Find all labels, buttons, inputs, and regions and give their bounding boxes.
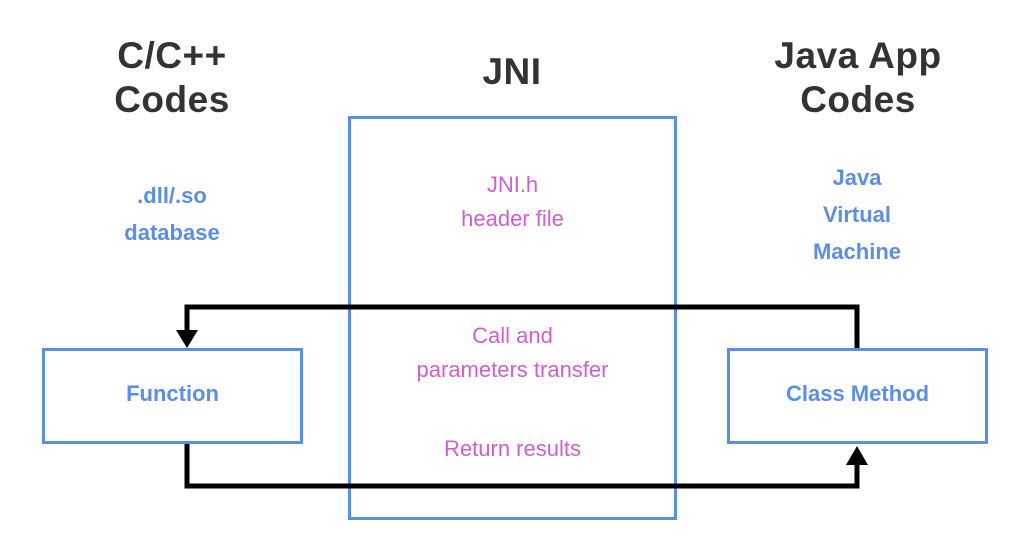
jvm-line1: Java <box>832 165 882 190</box>
cpp-codes-title: C/C++ Codes <box>72 34 272 122</box>
return-arrow-line <box>184 443 860 489</box>
return-results-label: Return results <box>348 432 677 466</box>
jvm-label: Java Virtual Machine <box>757 159 957 270</box>
database-line: database <box>124 220 220 245</box>
return-arrowhead-icon <box>846 446 868 465</box>
dll-so-database-label: .dll/.so database <box>72 177 272 251</box>
jni-title: JNI <box>412 50 612 94</box>
function-box: Function <box>42 348 303 444</box>
class-method-label: Class Method <box>785 381 930 406</box>
jni-header-file-label: JNI.h header file <box>348 168 677 236</box>
cpp-title-line1: C/C++ <box>117 35 227 76</box>
jvm-line3: Machine <box>812 239 902 264</box>
call-arrow-line <box>184 304 860 349</box>
dll-so-line: .dll/.so <box>137 183 207 208</box>
jni-box <box>348 116 677 520</box>
parameters-transfer-line: parameters transfer <box>416 357 609 382</box>
class-method-box: Class Method <box>727 348 988 444</box>
header-file-line: header file <box>461 206 564 231</box>
jni-h-line: JNI.h <box>486 172 539 197</box>
jni-title-text: JNI <box>482 51 542 92</box>
java-title-line1: Java App <box>774 35 942 76</box>
call-arrowhead-icon <box>176 330 198 348</box>
return-results-line: Return results <box>444 436 581 461</box>
cpp-title-line2: Codes <box>114 79 230 120</box>
call-parameters-label: Call and parameters transfer <box>348 319 677 387</box>
function-label: Function <box>126 381 219 406</box>
java-app-codes-title: Java App Codes <box>740 34 976 122</box>
jvm-line2: Virtual <box>822 202 892 227</box>
java-title-line2: Codes <box>800 79 916 120</box>
call-and-line: Call and <box>472 323 553 348</box>
